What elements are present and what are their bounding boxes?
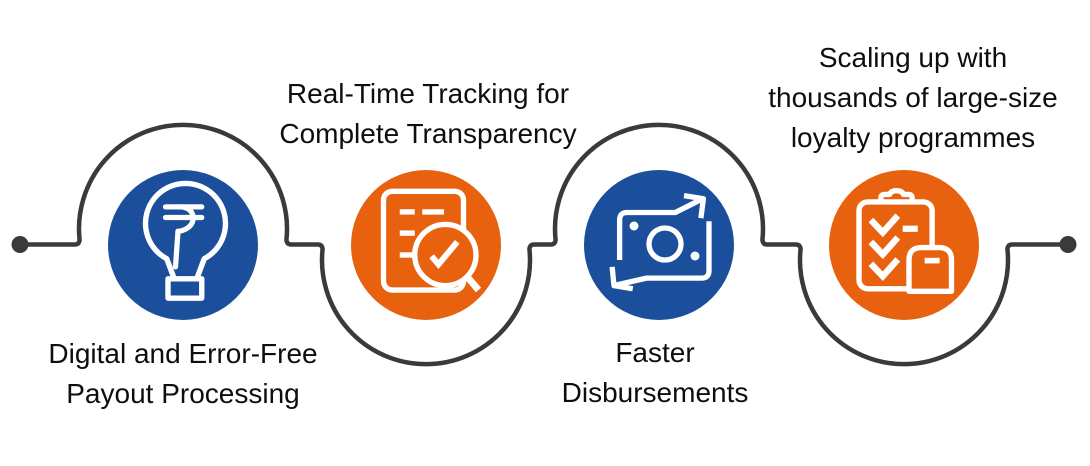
rupee-symbol	[162, 204, 205, 270]
start-dot	[11, 236, 29, 253]
connector-line	[17, 122, 1071, 367]
feature-label-tracking: Real-Time Tracking for Complete Transpar…	[279, 78, 577, 149]
scaling-circle	[829, 170, 979, 320]
magnifier-check-icon	[412, 221, 482, 293]
feature-node-scaling	[829, 170, 979, 320]
document-search-check-icon	[380, 188, 482, 293]
feature-node-tracking	[351, 170, 501, 320]
arrow-ne-head	[683, 193, 707, 219]
feature-node-disbursements	[584, 170, 734, 320]
package-box-icon	[906, 244, 955, 294]
arrow-sw-head	[609, 266, 634, 292]
end-dot	[1059, 236, 1077, 253]
feature-label-payout: Digital and Error-Free Payout Processing	[48, 338, 318, 409]
disbursements-circle	[584, 170, 734, 320]
clipboard-clip	[878, 187, 915, 202]
feature-node-payout	[108, 170, 258, 320]
tracking-circle	[351, 170, 501, 320]
feature-label-scaling: Scaling up with thousands of large-size …	[768, 42, 1058, 153]
clipboard-checklist-package-icon	[856, 187, 955, 294]
feature-label-disbursements: Faster Disbursements	[561, 337, 749, 408]
payout-circle	[108, 170, 258, 320]
rupee-lightbulb-icon	[142, 180, 229, 301]
banknote-transfer-icon	[609, 193, 712, 292]
